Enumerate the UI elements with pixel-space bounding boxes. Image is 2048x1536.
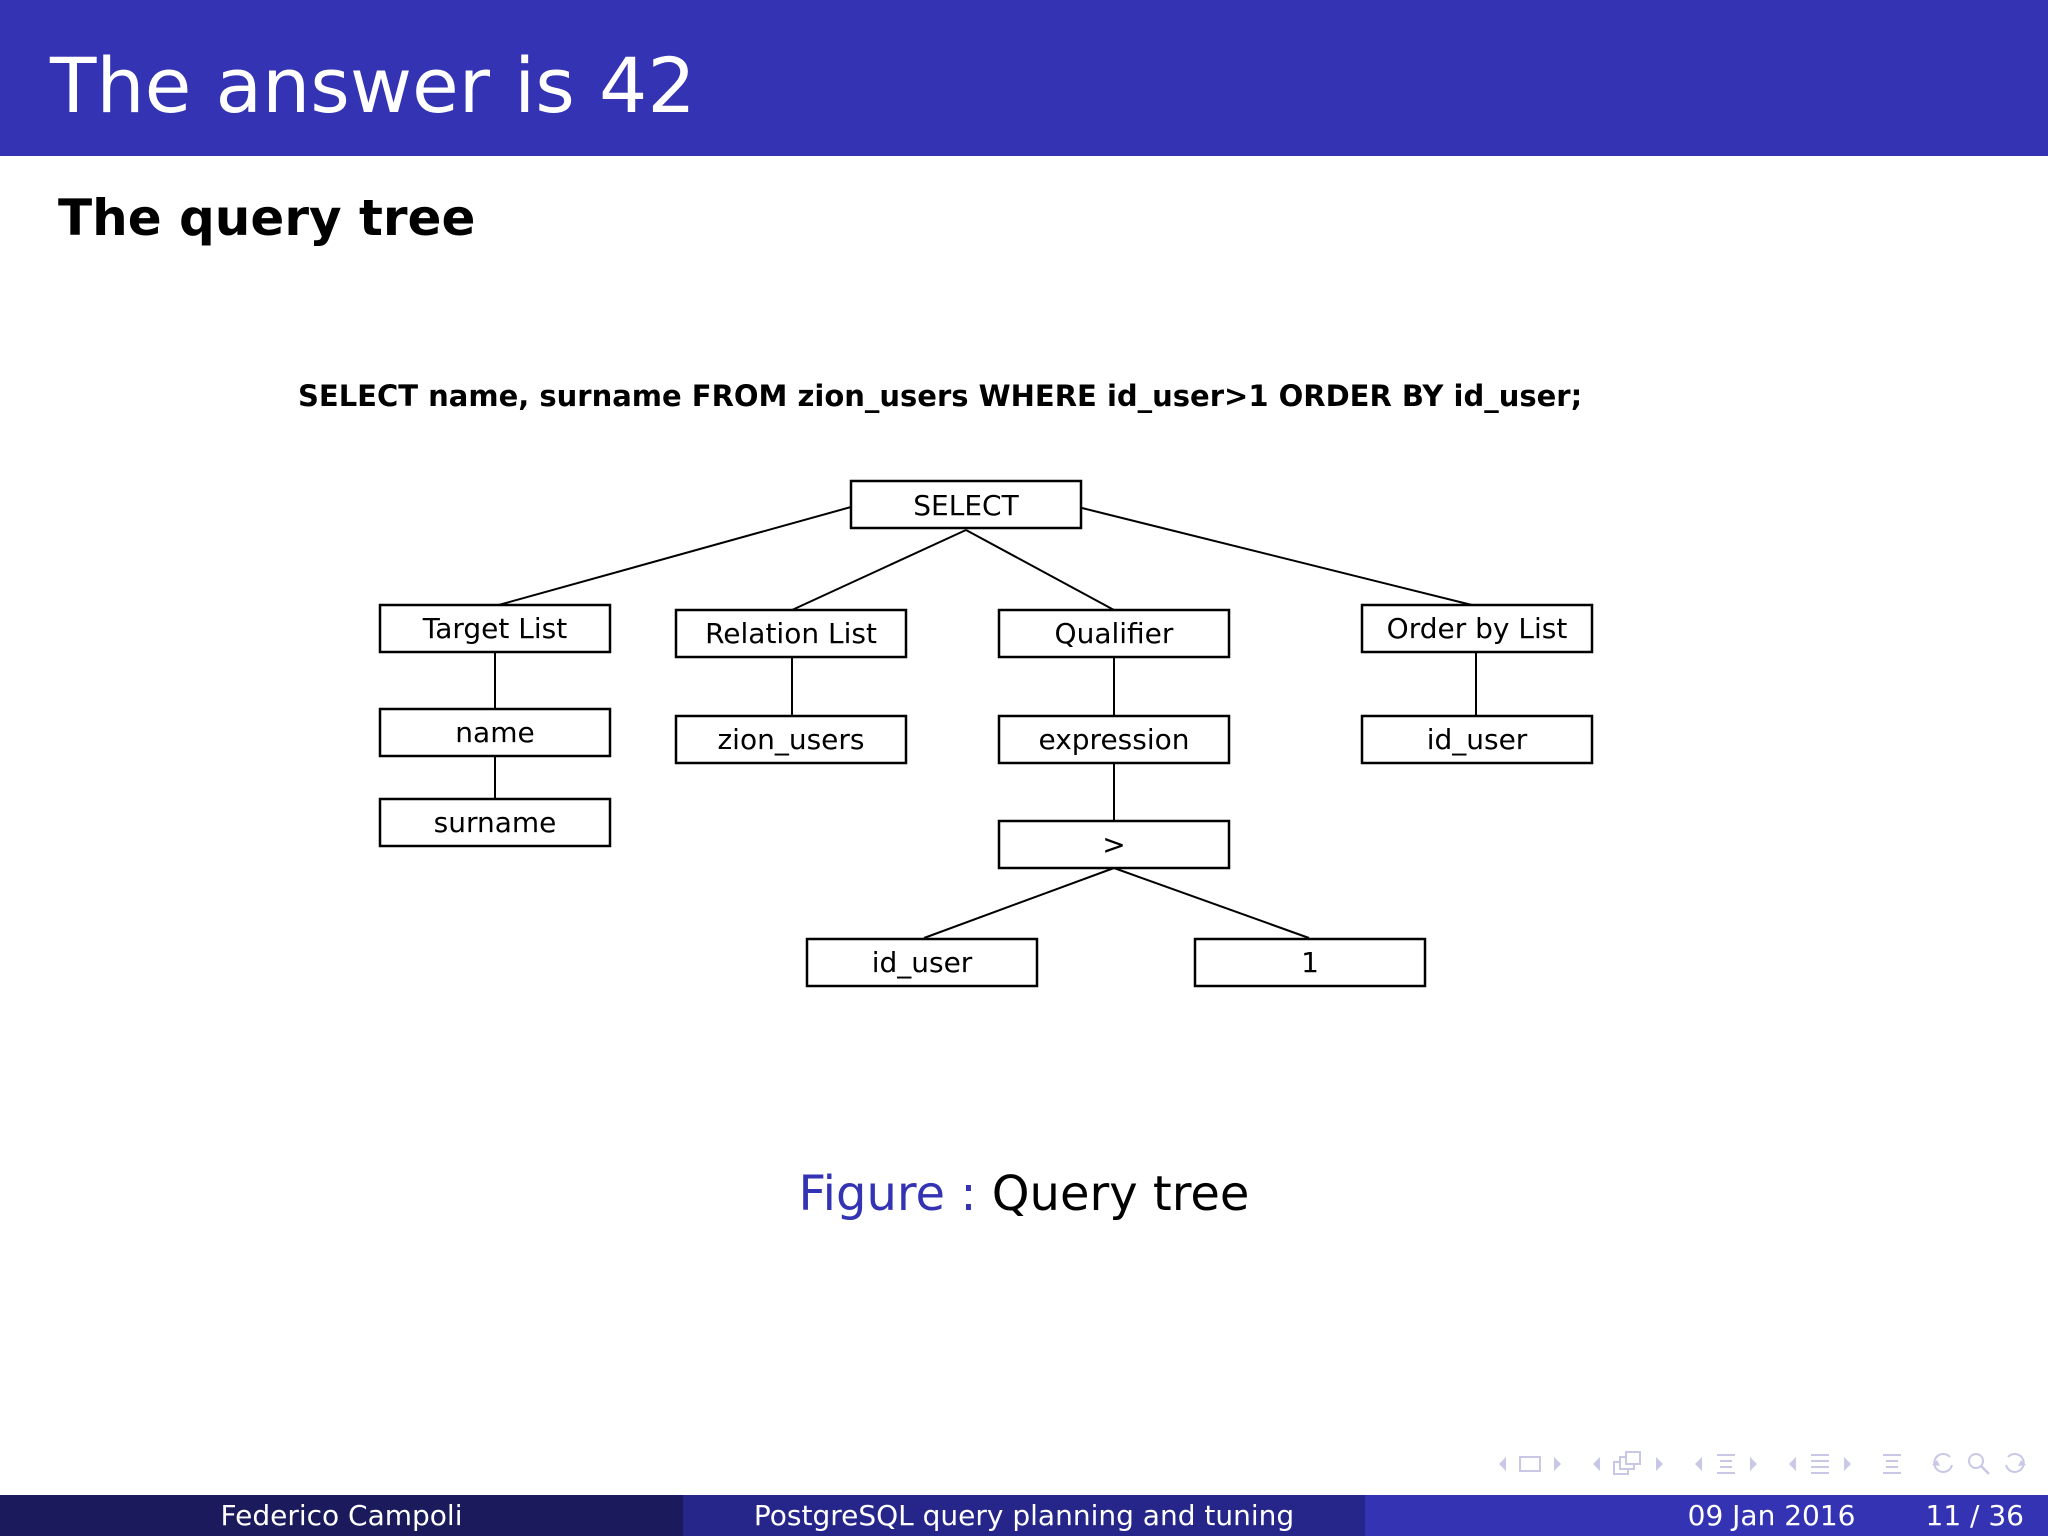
nav-forward-icon[interactable] [2002,1451,2028,1477]
node-label-one: 1 [1301,946,1319,979]
footer-page-number: 11 / 36 [1925,1499,2025,1532]
node-label-gt: > [1102,828,1125,861]
nav-back-icon[interactable] [1930,1451,1956,1477]
edge-select-relation-list [791,529,967,611]
nav-frame-group [1496,1454,1564,1474]
edge-select-order-by-list [1081,507,1477,607]
nav-prev-arrow-icon[interactable] [1786,1455,1798,1473]
beamer-navigation [1496,1444,2028,1484]
nav-next-arrow-icon[interactable] [1748,1455,1760,1473]
tree-node-surname: surname [378,797,612,848]
tree-node-one: 1 [1193,937,1427,988]
node-label-id-user-order: id_user [1427,723,1528,756]
nav-next-arrow-icon[interactable] [1654,1455,1666,1473]
footer-author: Federico Campoli [0,1495,683,1536]
nav-prev-arrow-icon[interactable] [1590,1455,1602,1473]
node-label-id-user-expr: id_user [872,946,973,979]
node-label-relation-list: Relation List [705,617,877,650]
node-label-select: SELECT [913,489,1019,522]
tree-node-gt: > [997,819,1231,870]
nav-next-arrow-icon[interactable] [1842,1455,1854,1473]
tree-edges [494,506,1477,939]
node-label-qualifier: Qualifier [1055,617,1174,650]
frame-subtitle: The query tree [58,189,476,247]
query-tree-figure: SELECT name, surname FROM zion_users WHE… [290,370,1670,1010]
tree-node-name: name [378,707,612,758]
nav-search-icon[interactable] [1966,1451,1992,1477]
node-label-expression: expression [1038,723,1189,756]
edge-gt-one [1113,867,1310,939]
tree-node-id-user-expr: id_user [805,937,1039,988]
edge-gt-id-user [923,867,1115,939]
tree-node-qualifier: Qualifier [997,608,1231,659]
nav-frame-icon[interactable] [1518,1454,1542,1474]
node-label-target-list: Target List [422,612,567,645]
footline: Federico Campoli PostgreSQL query planni… [0,1495,2048,1536]
caption-label: Figure : [798,1166,977,1222]
footer-talk-title: PostgreSQL query planning and tuning [683,1495,1365,1536]
nav-subsection-group [1590,1450,1666,1478]
tree-node-expression: expression [997,714,1231,765]
nav-subsection-icon[interactable] [1612,1450,1644,1478]
nav-document-group [1786,1451,1854,1477]
node-label-zion-users: zion_users [717,723,864,756]
nav-section-icon[interactable] [1714,1451,1738,1477]
tree-node-id-user-order: id_user [1360,714,1594,765]
figure-caption: Figure : Query tree [0,1162,2048,1226]
node-label-order-by-list: Order by List [1387,612,1568,645]
edge-select-target-list [494,506,852,607]
nav-prev-arrow-icon[interactable] [1692,1455,1704,1473]
nav-section-group [1692,1451,1760,1477]
tree-node-relation-list: Relation List [674,608,908,659]
query-tree-diagram: SELECT name, surname FROM zion_users WHE… [298,379,1594,988]
tree-node-order-by-list: Order by List [1360,603,1594,654]
nav-appendix-icon[interactable] [1880,1451,1904,1477]
nav-prev-arrow-icon[interactable] [1496,1455,1508,1473]
nav-document-icon[interactable] [1808,1451,1832,1477]
caption-text: Query tree [991,1166,1250,1222]
tree-node-target-list: Target List [378,603,612,654]
node-label-surname: surname [434,806,557,839]
nav-search-group [1930,1451,2028,1477]
edge-select-qualifier [965,529,1115,611]
node-label-name: name [455,716,534,749]
footer-date: 09 Jan 2016 [1687,1499,1856,1532]
title-bar: The answer is 42 [0,0,2048,156]
nav-next-arrow-icon[interactable] [1552,1455,1564,1473]
tree-node-zion-users: zion_users [674,714,908,765]
frame-title: The answer is 42 [50,41,696,130]
footer-right: 09 Jan 2016 11 / 36 [1365,1495,2048,1536]
tree-node-select: SELECT [849,479,1083,530]
sql-statement: SELECT name, surname FROM zion_users WHE… [298,379,1582,413]
nav-appendix-group [1880,1451,1904,1477]
